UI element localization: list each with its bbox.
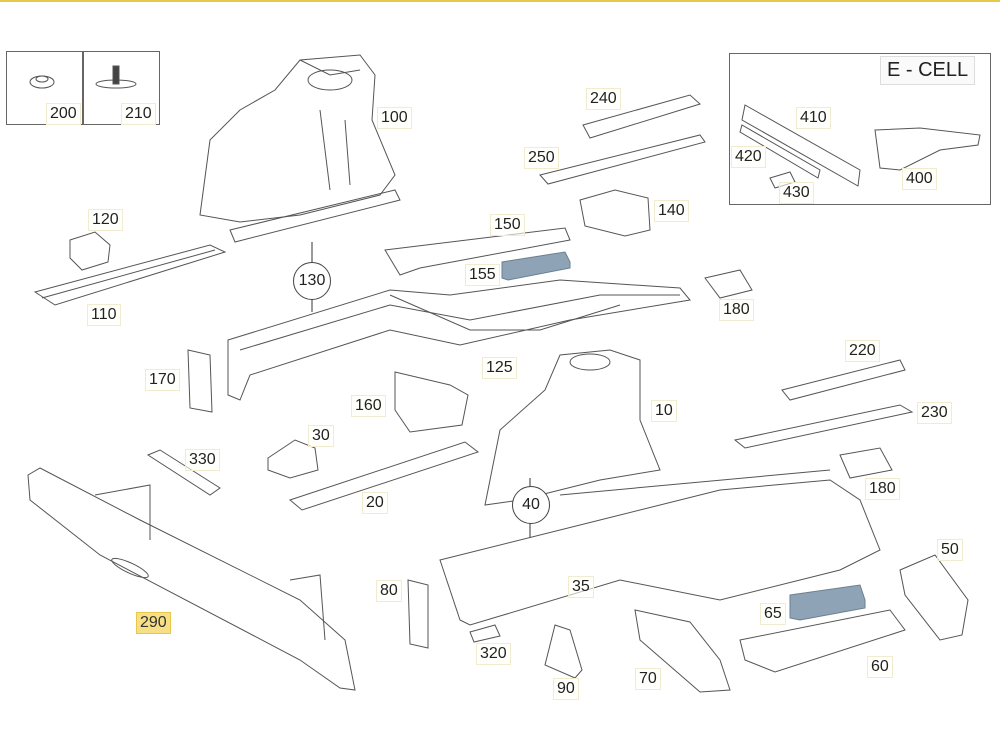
part-label-250[interactable]: 250 xyxy=(524,147,559,169)
part-label-430[interactable]: 430 xyxy=(779,182,814,204)
part-label-150[interactable]: 150 xyxy=(490,214,525,236)
bolt-320-drawing xyxy=(469,624,501,643)
part-label-320[interactable]: 320 xyxy=(476,643,511,665)
bracket-140-drawing xyxy=(579,189,651,237)
clip-210-icon xyxy=(95,65,137,89)
part-label-80[interactable]: 80 xyxy=(376,580,402,602)
part-label-400[interactable]: 400 xyxy=(902,168,937,190)
strip-220-drawing xyxy=(781,359,906,401)
part-label-125[interactable]: 125 xyxy=(482,357,517,379)
bracket-180b-drawing xyxy=(839,447,893,479)
ecell-inset-box xyxy=(729,53,991,205)
wheelhouse-10-drawing xyxy=(484,349,661,506)
part-label-180-top[interactable]: 180 xyxy=(719,299,754,321)
inset-box-200 xyxy=(6,51,84,125)
bracket-30-drawing xyxy=(267,439,319,479)
part-label-20[interactable]: 20 xyxy=(362,492,388,514)
part-label-35[interactable]: 35 xyxy=(568,576,594,598)
rail-410-drawing xyxy=(741,104,861,187)
part-label-230[interactable]: 230 xyxy=(917,402,952,424)
part-label-220[interactable]: 220 xyxy=(845,340,880,362)
ecell-title: E - CELL xyxy=(880,56,976,85)
panel-60-drawing xyxy=(739,609,906,673)
part-label-90[interactable]: 90 xyxy=(553,678,579,700)
grommet-200-icon xyxy=(29,75,55,89)
rail-110-drawing xyxy=(33,244,227,306)
part-label-200[interactable]: 200 xyxy=(46,103,81,125)
part-label-100[interactable]: 100 xyxy=(377,107,412,129)
part-label-155[interactable]: 155 xyxy=(465,264,500,286)
bracket-160-drawing xyxy=(394,371,469,433)
part-label-420[interactable]: 420 xyxy=(731,146,766,168)
bumper-290-drawing xyxy=(27,467,356,691)
rail-20-drawing xyxy=(288,441,480,511)
block-155-drawing xyxy=(501,251,571,281)
part-callout-40[interactable]: 40 xyxy=(512,486,550,524)
part-label-160[interactable]: 160 xyxy=(351,395,386,417)
plate-170-drawing xyxy=(187,349,213,413)
plate-80-drawing xyxy=(407,579,429,649)
part-label-50[interactable]: 50 xyxy=(937,539,963,561)
part-label-290[interactable]: 290 xyxy=(136,612,171,634)
part-label-10[interactable]: 10 xyxy=(651,400,677,422)
part-label-70[interactable]: 70 xyxy=(635,668,661,690)
part-label-120[interactable]: 120 xyxy=(88,209,123,231)
part-label-180-bottom[interactable]: 180 xyxy=(865,478,900,500)
bracket-50-drawing xyxy=(899,554,969,641)
part-label-140[interactable]: 140 xyxy=(654,200,689,222)
part-label-60[interactable]: 60 xyxy=(867,656,893,678)
frame-125-drawing xyxy=(227,279,691,401)
part-label-170[interactable]: 170 xyxy=(145,369,180,391)
bracket-120-drawing xyxy=(69,231,111,271)
part-label-410[interactable]: 410 xyxy=(796,107,831,129)
part-label-330[interactable]: 330 xyxy=(185,449,220,471)
part-callout-130[interactable]: 130 xyxy=(293,262,331,300)
bracket-180a-drawing xyxy=(704,269,753,299)
strip-230-drawing xyxy=(733,404,914,449)
bracket-70-drawing xyxy=(634,609,731,693)
bracket-90-drawing xyxy=(544,624,583,679)
part-label-30[interactable]: 30 xyxy=(308,425,334,447)
top-accent-line xyxy=(0,0,1000,2)
strip-330-drawing xyxy=(146,449,221,496)
strip-420-drawing xyxy=(739,124,821,179)
strip-240-drawing xyxy=(582,94,701,139)
strip-250-drawing xyxy=(539,134,706,185)
bracket-400-drawing xyxy=(874,127,981,171)
frame-40-drawing xyxy=(439,479,881,626)
part-label-210[interactable]: 210 xyxy=(121,103,156,125)
strip-150-drawing xyxy=(384,227,571,276)
wheelhouse-100-drawing xyxy=(199,54,401,243)
part-label-110[interactable]: 110 xyxy=(87,304,121,326)
part-label-65[interactable]: 65 xyxy=(760,603,786,625)
part-label-240[interactable]: 240 xyxy=(586,88,621,110)
block-65-drawing xyxy=(789,584,866,621)
